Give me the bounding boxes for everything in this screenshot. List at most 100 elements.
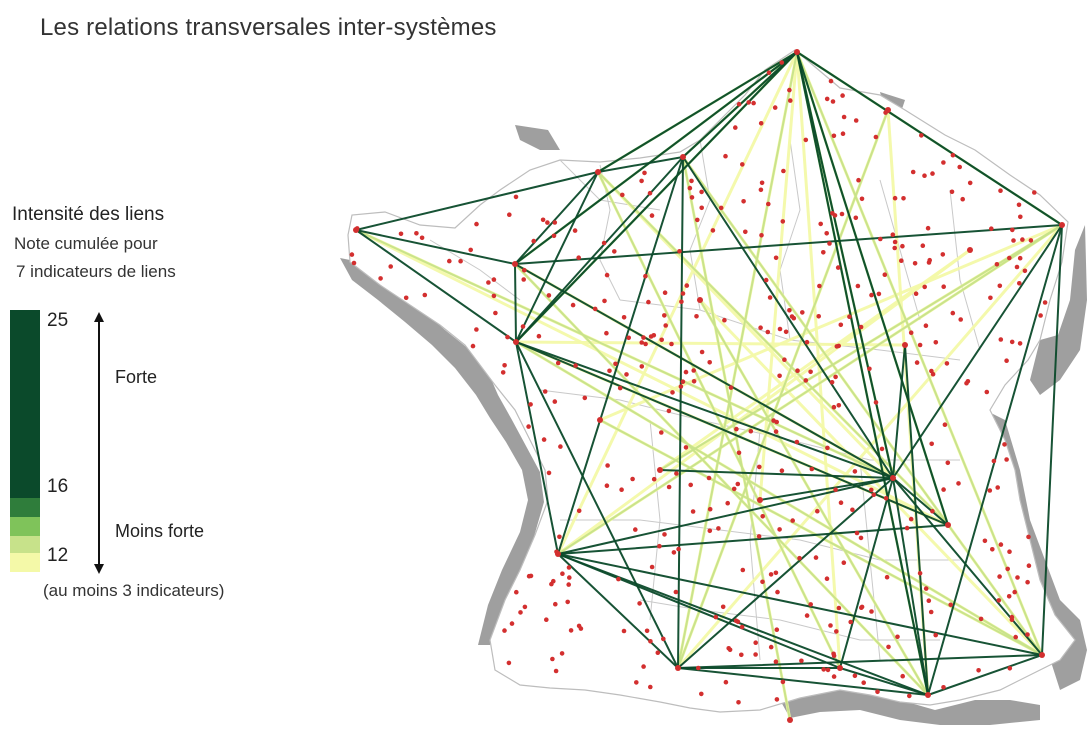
city-dot [774, 419, 779, 425]
city-dot [1011, 238, 1016, 243]
city-dot [884, 574, 890, 580]
city-dot [546, 470, 552, 476]
city-dot [1002, 442, 1007, 447]
hub-city-dot [1039, 652, 1045, 658]
city-dot [774, 627, 780, 632]
city-dot [777, 527, 782, 532]
city-dot [777, 326, 783, 332]
city-dot [458, 258, 463, 264]
hub-city-dot [890, 475, 896, 481]
city-dot [869, 292, 874, 298]
city-dot [821, 667, 826, 672]
city-dot [828, 78, 834, 84]
city-dot [895, 634, 900, 640]
city-dot [398, 231, 404, 237]
strong-link [796, 51, 949, 526]
city-dot [839, 211, 845, 217]
city-dot [507, 212, 512, 217]
hub-city-dot [595, 169, 601, 175]
legend-subtitle-line2: 7 indicateurs de liens [16, 262, 176, 281]
city-dot [621, 628, 627, 634]
city-dot [680, 291, 686, 296]
region-border [779, 139, 801, 341]
city-dot [787, 308, 792, 313]
city-dot [690, 509, 696, 514]
strong-link [796, 51, 929, 696]
hub-city-dot [787, 717, 793, 723]
city-dot [550, 656, 555, 662]
hub-city-dot [925, 692, 931, 698]
city-dot [551, 578, 556, 584]
city-dot [1025, 579, 1030, 585]
city-dot [780, 679, 786, 685]
strong-link [557, 156, 684, 555]
city-dot [639, 364, 645, 369]
city-dot [756, 534, 762, 539]
city-dot [679, 299, 684, 305]
city-dot [803, 378, 809, 383]
strong-link [515, 171, 599, 343]
city-dot [699, 205, 704, 211]
city-dot [949, 189, 955, 195]
city-dot [950, 310, 956, 316]
city-dot [541, 437, 547, 442]
legend-class-13-14 [10, 536, 40, 553]
city-dot [601, 240, 607, 246]
city-dot [892, 245, 897, 251]
city-dot [1005, 566, 1010, 572]
city-dot [808, 369, 813, 375]
hub-city-dot [967, 247, 973, 253]
city-dot [674, 471, 679, 476]
city-dot [998, 337, 1004, 342]
city-dot [995, 485, 1000, 490]
legend-tick-min: 12 [47, 545, 69, 566]
legend-class-16-25 [10, 310, 40, 498]
city-dot [552, 220, 558, 225]
city-dot [929, 441, 934, 447]
city-dot [521, 277, 526, 282]
legend-footnote: (au moins 3 indicateurs) [43, 581, 225, 600]
city-dot [990, 547, 995, 552]
city-dot [691, 368, 696, 373]
cities-layer [349, 49, 1065, 723]
city-dot [734, 426, 739, 432]
city-dot [1010, 227, 1015, 233]
city-dot [1007, 666, 1013, 671]
city-dot [994, 262, 1000, 267]
city-dot [753, 640, 758, 645]
city-dot [795, 368, 800, 374]
map-title: Les relations transversales inter-systèm… [40, 14, 497, 41]
city-dot [725, 500, 730, 506]
city-dot [572, 228, 578, 233]
city-dot [694, 314, 699, 319]
hub-city-dot [597, 417, 603, 423]
city-dot [821, 250, 826, 255]
strong-link [515, 341, 679, 669]
city-dot [923, 323, 929, 329]
city-dot [933, 340, 939, 345]
city-dot [592, 306, 598, 312]
city-dot [568, 628, 574, 633]
city-dot [531, 238, 536, 244]
city-dot [912, 261, 918, 266]
city-dot [853, 215, 859, 221]
strong-link [514, 51, 798, 265]
city-dot [713, 614, 719, 620]
city-dot [736, 450, 742, 456]
hub-city-dot [513, 339, 519, 345]
city-dot [927, 257, 932, 263]
city-dot [691, 379, 697, 384]
city-dot [739, 652, 744, 658]
city-dot [557, 534, 562, 540]
city-dot [602, 298, 607, 304]
city-dot [1004, 358, 1009, 364]
city-dot [696, 665, 701, 671]
city-dot [684, 283, 690, 288]
city-dot [1004, 457, 1009, 462]
city-dot [933, 632, 938, 638]
city-dot [688, 482, 693, 488]
city-dot [651, 333, 657, 338]
hub-city-dot [680, 154, 686, 160]
city-dot [1017, 281, 1022, 286]
city-dot [779, 468, 785, 474]
